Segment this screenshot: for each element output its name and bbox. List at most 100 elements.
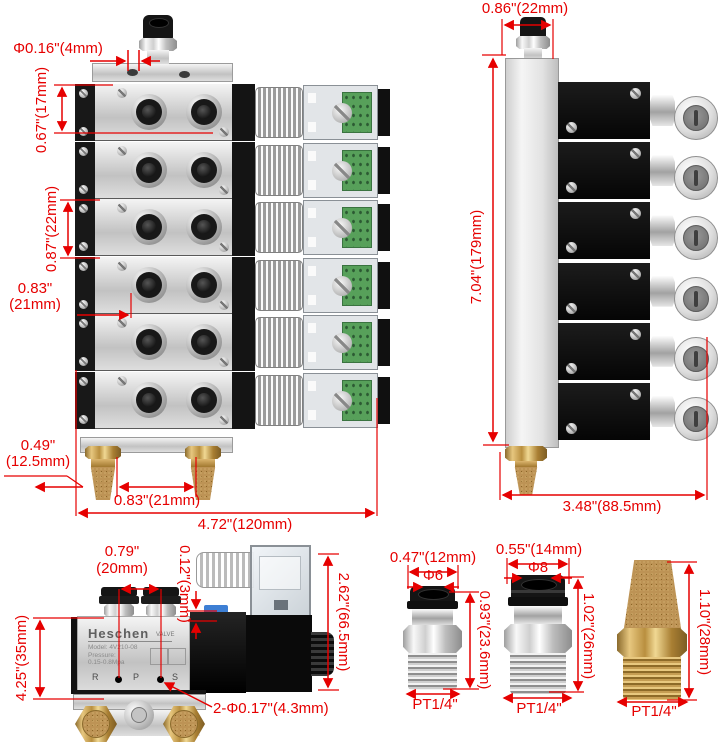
coil-end — [378, 89, 390, 136]
port-letter-s: S — [172, 672, 179, 682]
inlet-push-fitting-cap — [143, 15, 173, 39]
fitting-threads — [510, 653, 566, 694]
muffler-hex — [617, 628, 687, 657]
coil-hex-nut — [650, 95, 675, 126]
station-side-plate — [75, 141, 95, 199]
dim-fit6-height: 0.93"(23.6mm) — [476, 590, 493, 690]
connector-housing — [303, 85, 378, 140]
connector-screw — [332, 218, 352, 239]
connector-slot — [308, 237, 316, 248]
mounting-hole — [115, 676, 122, 683]
dim-overall-width: 4.72"(120mm) — [197, 516, 293, 533]
dim-muffler-spacing: 0.83"(21mm) — [113, 492, 201, 509]
connector-slot — [308, 150, 316, 161]
base-gasket — [73, 690, 206, 694]
solenoid-coil — [255, 144, 303, 196]
coil-hex-nut — [650, 275, 675, 307]
connector-housing — [303, 142, 378, 198]
connector-slot — [308, 294, 316, 305]
brand-underline — [88, 641, 172, 642]
pneumatic-port — [131, 266, 167, 303]
pressure-label: Pressure: — [88, 652, 116, 659]
screw-icon — [630, 208, 641, 220]
screw-icon — [219, 299, 229, 310]
connector-housing — [303, 200, 378, 256]
connector-slot — [308, 352, 316, 363]
manual-override-button — [204, 605, 228, 614]
connector-terminal — [274, 600, 288, 610]
solenoid-body — [232, 199, 255, 257]
dim-fit6-bore: Φ6 — [422, 567, 444, 584]
valve-face — [95, 141, 232, 199]
valve-face — [95, 199, 232, 257]
pneumatic-port — [186, 324, 222, 361]
push-cap-flange — [508, 597, 568, 606]
screw-icon — [117, 260, 127, 271]
muffler-threads — [623, 657, 681, 700]
disc-ring — [683, 285, 709, 312]
dim-rail-depth: 0.86"(22mm) — [481, 0, 569, 17]
rail-hole — [127, 69, 138, 76]
station-side-plate — [75, 314, 95, 372]
dim-overall-depth: 3.48"(88.5mm) — [562, 498, 662, 515]
dim-muffler-dia-2: (12.5mm) — [5, 453, 71, 470]
port-fitting-flange — [99, 596, 139, 604]
connector-window — [259, 556, 301, 590]
connector-slot — [308, 93, 316, 103]
screw-icon — [566, 302, 577, 314]
dim-fit6-thread: PT1/4" — [412, 696, 458, 713]
screw-icon — [79, 319, 88, 329]
muffler-end-hex — [75, 706, 117, 742]
pneumatic-port — [131, 324, 167, 361]
coil-end-disc — [674, 397, 718, 441]
dim-fit8-width: 0.55"(14mm) — [495, 541, 583, 558]
dim-port-spacing-2: (20mm) — [96, 560, 148, 577]
solenoid-coil — [255, 259, 303, 311]
coil-end-disc — [674, 276, 718, 321]
solenoid-armature — [190, 612, 246, 693]
disc-slot — [694, 350, 698, 367]
valve-word: VALVE — [156, 632, 175, 638]
screw-icon — [219, 184, 229, 195]
coil-end-disc — [674, 216, 718, 261]
valve-body-side — [558, 322, 650, 380]
dim-fit8-height: 1.02"(26mm) — [580, 592, 597, 680]
pressure-value: 0.15-0.8Mpa — [88, 659, 125, 666]
valve-station-side — [558, 82, 720, 141]
inlet-hex-nut — [139, 38, 177, 51]
muffler-end-face — [82, 710, 110, 738]
dim-inlet-diameter: Φ0.16"(4mm) — [13, 40, 103, 57]
dim-fit8-bore: Φ8 — [527, 559, 549, 576]
screw-icon — [219, 127, 229, 137]
coil-end — [378, 146, 390, 194]
valve-station-side — [558, 262, 720, 322]
connector-screw — [332, 275, 352, 296]
dim-fit8-thread: PT1/4" — [516, 700, 562, 717]
rail-hole — [179, 71, 190, 78]
connector-screw — [332, 103, 352, 123]
pneumatic-port — [186, 151, 222, 188]
screw-icon — [79, 261, 88, 271]
valve-body-side — [558, 262, 650, 320]
disc-slot — [694, 411, 698, 427]
screw-icon — [79, 299, 88, 309]
connector-slot — [308, 323, 316, 334]
valve-body-side — [558, 202, 650, 260]
fitting-hex — [403, 625, 462, 653]
muffler-end-hex — [163, 706, 205, 742]
port-letter-p: P — [133, 672, 140, 682]
dim-overall-height: 7.04"(179mm) — [468, 209, 485, 305]
coil-end-disc — [674, 156, 718, 201]
dim-muffler-thread: PT1/4" — [631, 703, 677, 720]
coil-hex-nut — [650, 155, 675, 187]
valve-station-side — [558, 322, 720, 382]
coil-end — [378, 319, 390, 367]
solenoid-coil — [255, 87, 303, 138]
pneumatic-symbol — [150, 648, 186, 665]
muffler-stem — [515, 461, 537, 467]
connector-slot — [308, 122, 316, 132]
connector-housing — [303, 257, 378, 313]
screw-icon — [566, 122, 577, 133]
screw-icon — [630, 88, 641, 99]
valve-face — [95, 314, 232, 372]
